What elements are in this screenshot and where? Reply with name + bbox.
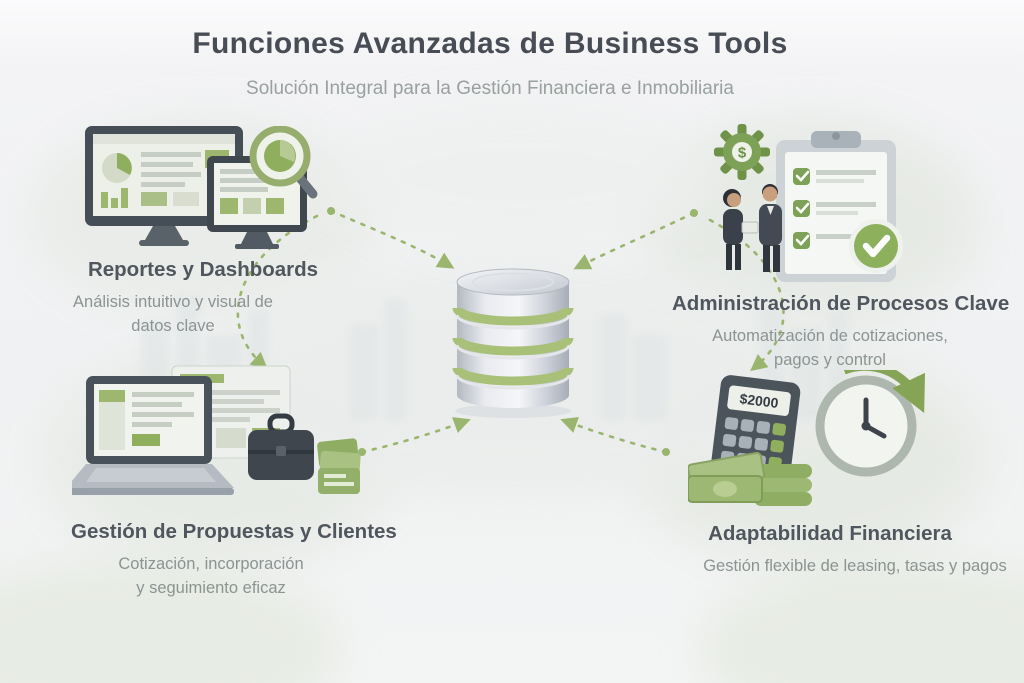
propuestas-illustration [72, 365, 361, 495]
laptop-icon [72, 376, 234, 495]
propuestas-heading: Gestión de Propuestas y Clientes [71, 520, 397, 543]
page-subtitle: Solución Integral para la Gestión Financ… [246, 78, 734, 99]
procesos-desc-line2: pagos y control [774, 351, 886, 369]
cards-icon [317, 438, 361, 494]
finanzas-desc-line1: Gestión flexible de leasing, tasas y pag… [703, 557, 1007, 575]
procesos-heading: Administración de Procesos Clave [672, 292, 1010, 315]
reportes-desc-line2: datos clave [131, 317, 215, 335]
check-badge-icon [849, 219, 903, 273]
page-title: Funciones Avanzadas de Business Tools [192, 27, 788, 60]
arrow-bottomright-to-center [560, 416, 668, 454]
procesos-description: Automatización de cotizaciones, pagos y … [680, 324, 980, 372]
reportes-description: Análisis intuitivo y visual de datos cla… [33, 290, 313, 338]
background-blob [700, 560, 1024, 683]
reportes-heading: Reportes y Dashboards [87, 258, 319, 281]
business-people-icon [723, 184, 782, 272]
propuestas-desc-line2: y seguimiento eficaz [136, 579, 286, 597]
dashboards-illustration [85, 126, 318, 249]
refresh-arrow-icon [844, 370, 926, 414]
checklist-row [793, 200, 876, 217]
gear-dollar-symbol: $ [738, 145, 747, 162]
reportes-desc-line1: Análisis intuitivo y visual de [73, 293, 273, 311]
bar-chart-icon [101, 188, 128, 208]
magnifier-icon [249, 126, 318, 199]
arrow-topright-to-center [573, 211, 696, 270]
database-icon [452, 268, 574, 418]
procesos-desc-line1: Automatización de cotizaciones, [712, 327, 948, 345]
finanzas-description: Gestión flexible de leasing, tasas y pag… [690, 554, 1020, 578]
arrow-bottomleft-to-center [360, 417, 471, 454]
calculator-display: $2000 [739, 390, 780, 411]
finanzas-illustration: $2000 [688, 370, 926, 506]
clock-icon [815, 370, 926, 477]
propuestas-description: Cotización, incorporación y seguimiento … [61, 552, 361, 600]
procesos-illustration: $ [714, 124, 903, 282]
briefcase-icon [248, 413, 314, 480]
money-icon [688, 451, 812, 506]
checklist-row [793, 168, 876, 185]
finanzas-heading: Adaptabilidad Financiera [708, 522, 952, 545]
background-blob [330, 100, 710, 250]
checklist-row [793, 232, 870, 249]
propuestas-desc-line1: Cotización, incorporación [118, 555, 304, 573]
arrow-topleft-to-center [329, 209, 455, 269]
pie-chart-icon [102, 153, 132, 183]
gear-icon: $ [714, 124, 770, 180]
